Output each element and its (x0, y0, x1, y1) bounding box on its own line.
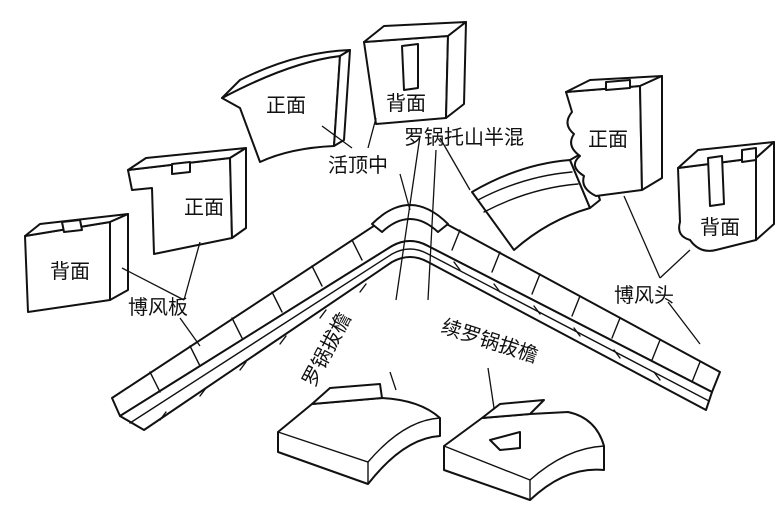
label-beimian-left: 背面 (50, 259, 90, 283)
label-huodingzhong: 活顶中 (328, 153, 388, 177)
xu-luoguo-bayan-piece (443, 399, 605, 501)
luoguo-bayan-piece (277, 383, 441, 485)
label-zhengmian-right: 正面 (588, 127, 628, 151)
label-zhengmian-top: 正面 (266, 93, 306, 117)
ridge-segment-lines (149, 229, 701, 421)
huodingzhong-front-piece (221, 49, 351, 163)
label-bofengban: 博风板 (128, 295, 188, 319)
bofengtou-back-piece (677, 141, 775, 252)
bofengtou-front-piece (565, 75, 663, 197)
label-luoguo-tuoshan: 罗锅托山半混 (404, 125, 524, 149)
ridge-apex-cap (371, 204, 449, 233)
bofengban-back-piece (24, 213, 129, 313)
label-beimian-top: 背面 (386, 91, 426, 115)
bofengban-front-piece (127, 147, 247, 255)
label-bofengtou: 博风头 (614, 283, 674, 307)
label-xu-luoguo-bayan: 续罗锅拔檐 (438, 314, 541, 368)
leader-lines (121, 117, 701, 409)
label-beimian-right: 背面 (700, 215, 740, 239)
label-zhengmian-left: 正面 (184, 195, 224, 219)
gable-ridge (111, 204, 721, 431)
huodingzhong-back-piece (363, 21, 467, 125)
